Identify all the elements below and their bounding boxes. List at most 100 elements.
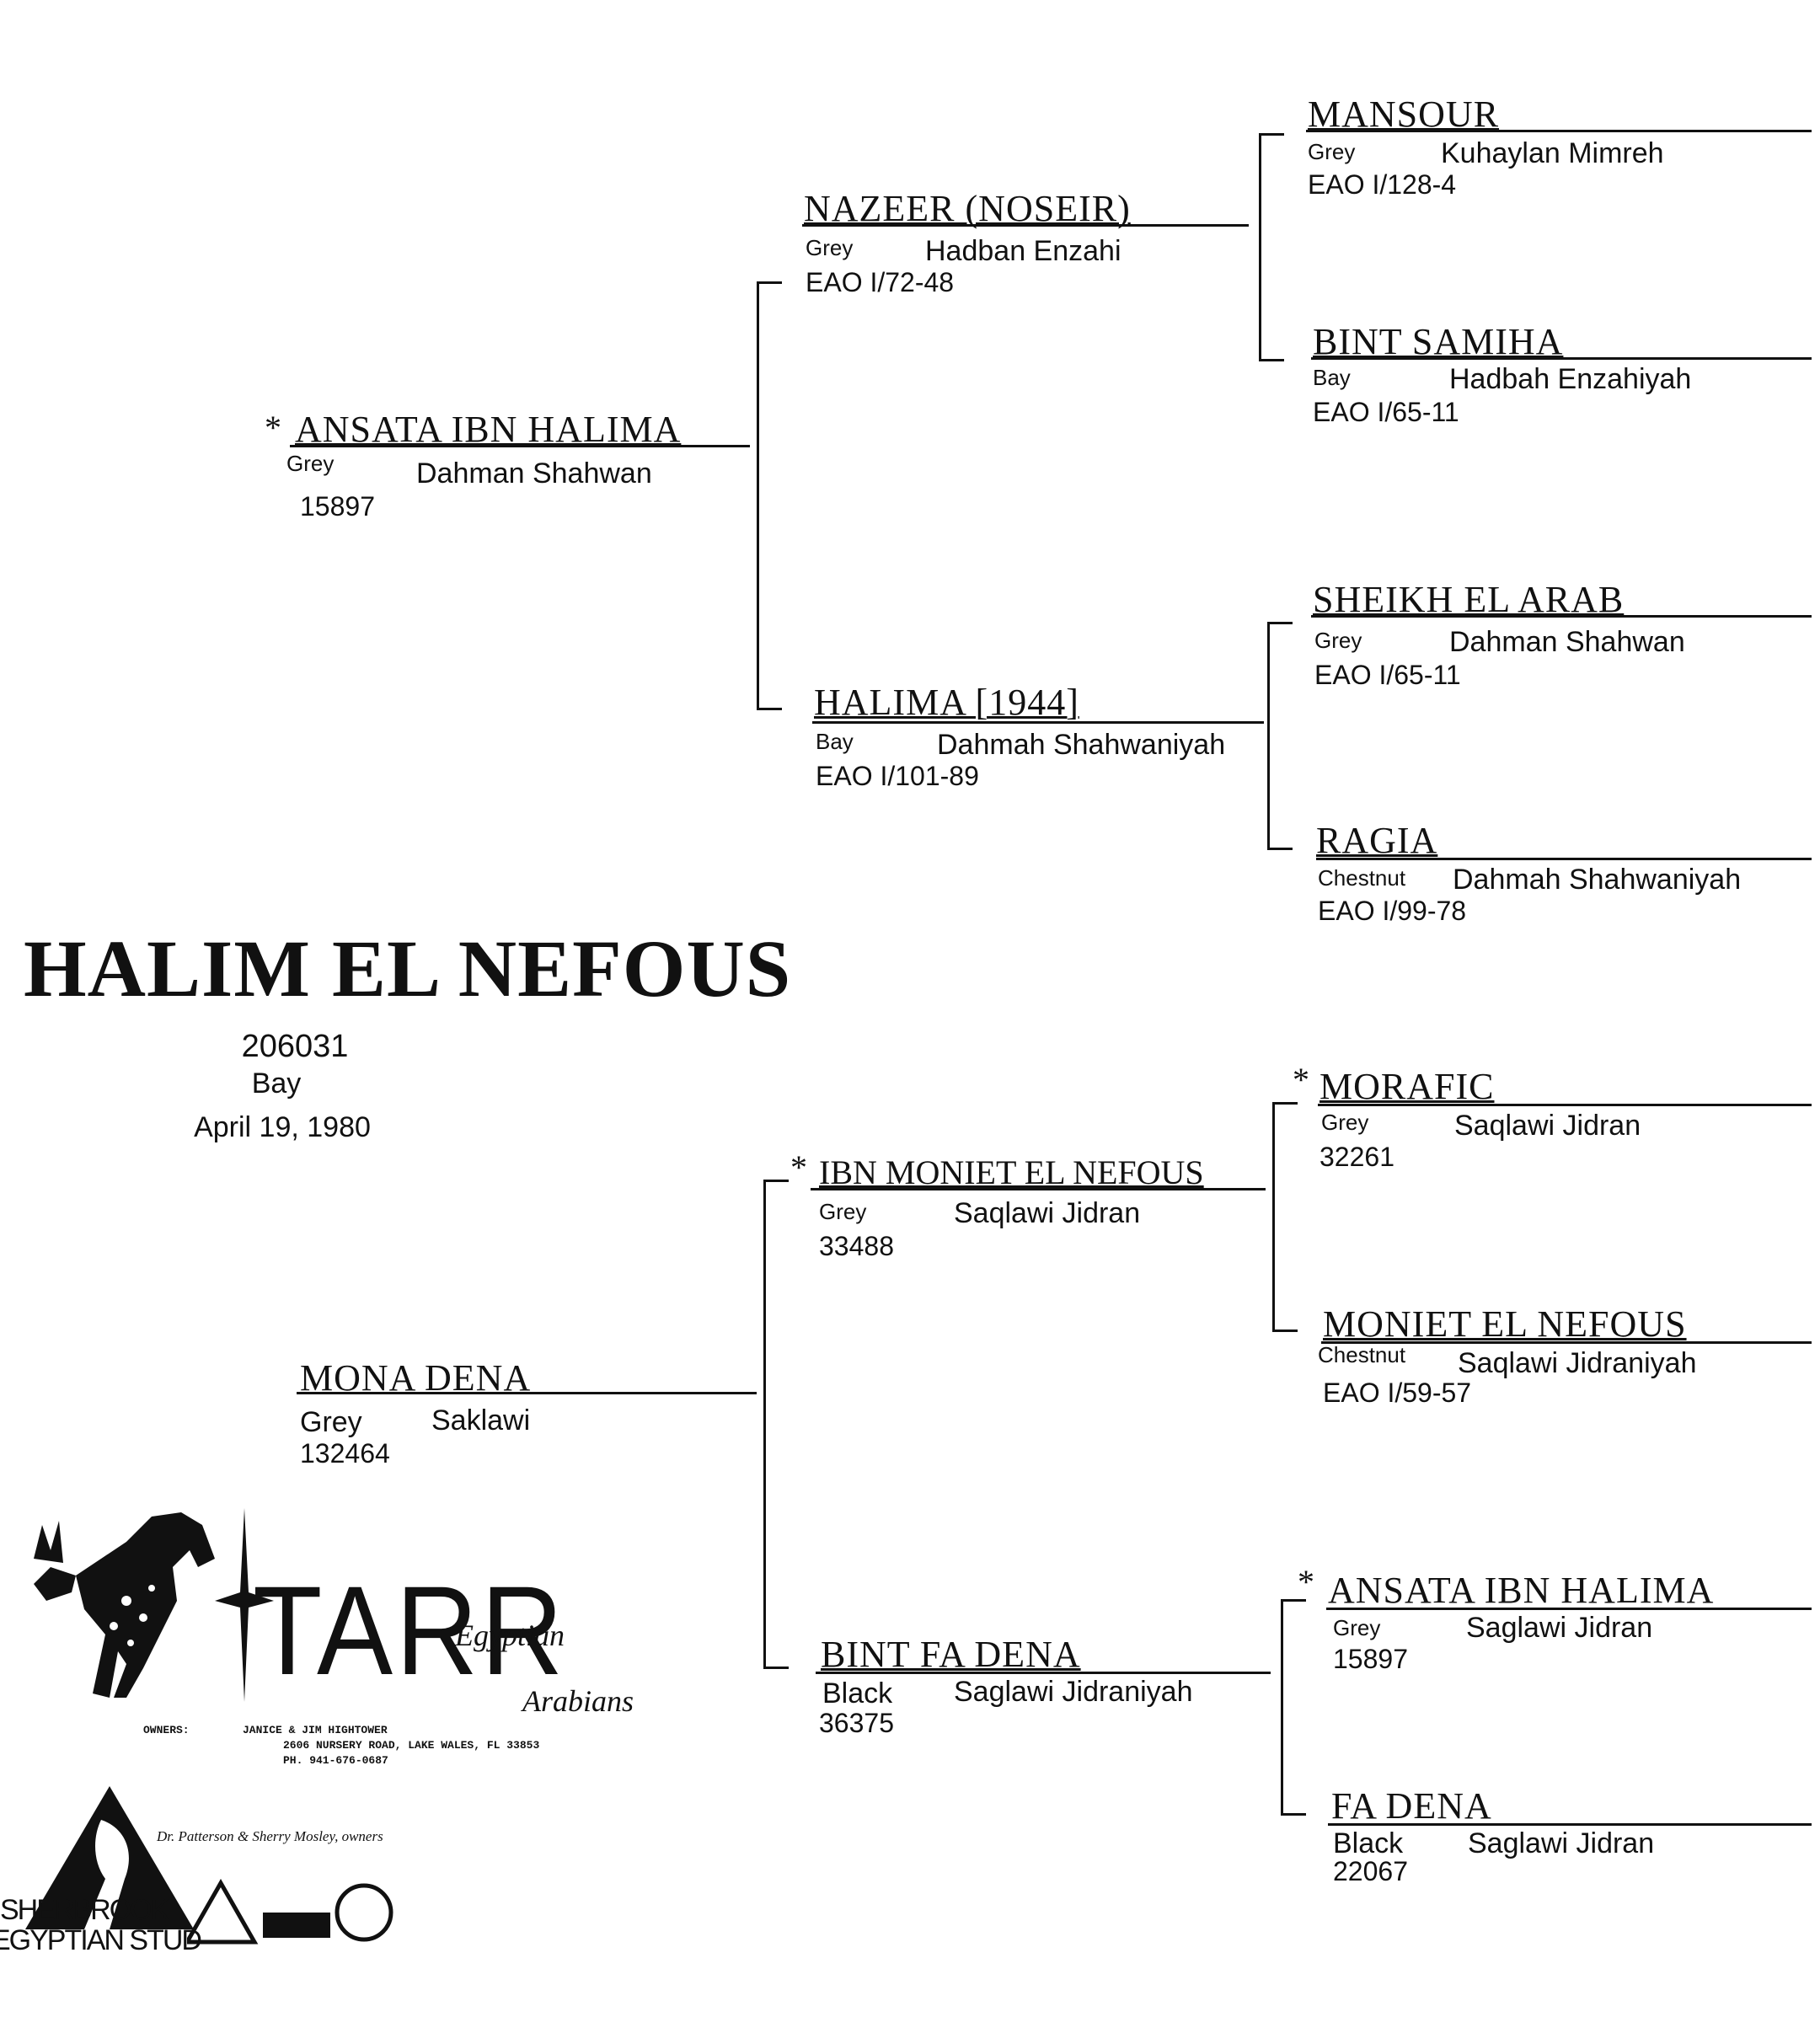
sd-sire-strain: Dahman Shahwan (1449, 626, 1685, 658)
sd-dam-name: RAGIA (1316, 820, 1438, 861)
tarr-owners-label: OWNERS: (143, 1724, 190, 1736)
dam-dam-reg: 36375 (819, 1708, 894, 1738)
ss-sire-name: MANSOUR (1308, 94, 1500, 135)
import-mark: * (1298, 1563, 1314, 1601)
tarr-script-1: Egyptian (455, 1618, 565, 1652)
ss-dam-reg: EAO I/65-11 (1313, 397, 1459, 427)
sd-sire-name: SHEIKH EL ARAB (1313, 579, 1625, 620)
dam-sire-color: Grey (819, 1199, 867, 1224)
ss-sire-reg: EAO I/128-4 (1308, 169, 1457, 200)
tarr-phone: PH. 941-676-0687 (283, 1754, 388, 1767)
rule-dam (297, 1392, 757, 1394)
dd-sire-reg: 15897 (1333, 1644, 1408, 1674)
rearing-horse-icon (34, 1512, 215, 1698)
bracket-nazeer-bottom (1259, 359, 1284, 361)
rule-dd-sire (1326, 1608, 1812, 1610)
tarr-address: 2606 NURSERY ROAD, LAKE WALES, FL 33853 (283, 1739, 540, 1752)
sd-dam-strain: Dahmah Shahwaniyah (1453, 864, 1742, 896)
ds-sire-color: Grey (1321, 1110, 1369, 1135)
tarr-logo: TARR Egyptian Arabians OWNERS: JANICE & … (25, 1508, 699, 1778)
dam-color: Grey (300, 1406, 362, 1438)
dd-sire-strain: Saglawi Jidran (1466, 1612, 1653, 1644)
dd-dam-strain: Saglawi Jidran (1468, 1827, 1655, 1859)
dam-strain: Saklawi (431, 1404, 531, 1437)
bracket-ibn-moniet (1272, 1102, 1275, 1331)
sd-sire-reg: EAO I/65-11 (1314, 660, 1461, 690)
bracket-sire-bottom (757, 708, 782, 710)
rule-ss-sire (1306, 130, 1812, 132)
ss-dam-name: BINT SAMIHA (1313, 321, 1564, 362)
sd-sire-color: Grey (1314, 628, 1362, 653)
sire-dam-name: HALIMA [1944] (814, 682, 1079, 723)
dam-sire-name: IBN MONIET EL NEFOUS (819, 1153, 1204, 1191)
dam-dam-strain: Saglawi Jidraniyah (954, 1676, 1193, 1708)
dam-reg: 132464 (300, 1438, 390, 1469)
bracket-nazeer-top (1259, 133, 1284, 136)
bracket-sire-top (757, 281, 782, 284)
sherbrook-logo: Dr. Patterson & Sherry Mosley, owners SH… (0, 1786, 455, 1972)
bracket-ibn-moniet-top (1272, 1102, 1298, 1105)
ds-dam-name: MONIET EL NEFOUS (1323, 1303, 1687, 1345)
ss-sire-strain: Kuhaylan Mimreh (1441, 137, 1664, 169)
sire-sire-reg: EAO I/72-48 (806, 267, 955, 297)
sire-dam-strain: Dahmah Shahwaniyah (937, 729, 1226, 761)
sire-sire-strain: Hadban Enzahi (925, 235, 1121, 267)
bracket-halima-top (1267, 622, 1293, 624)
sire-dam-reg: EAO I/101-89 (816, 761, 979, 791)
bracket-bint-fa-dena-top (1281, 1599, 1306, 1602)
rule-sire (290, 445, 750, 447)
dd-sire-name: ANSATA IBN HALIMA (1328, 1570, 1715, 1611)
tarr-letters: TARR (253, 1560, 566, 1701)
sherbrook-owners: Dr. Patterson & Sherry Mosley, owners (157, 1828, 383, 1844)
dam-sire-reg: 33488 (819, 1231, 894, 1261)
dd-sire-color: Grey (1333, 1615, 1381, 1640)
bracket-nazeer (1259, 133, 1261, 361)
dam-sire-strain: Saqlawi Jidran (954, 1197, 1141, 1229)
dd-dam-color: Black (1333, 1827, 1404, 1859)
import-mark: * (265, 409, 281, 447)
subject-registration: 206031 (241, 1029, 349, 1064)
bracket-halima (1267, 622, 1270, 849)
sire-strain: Dahman Shahwan (416, 457, 652, 490)
ds-dam-reg: EAO I/59-57 (1323, 1378, 1472, 1408)
sire-dam-color: Bay (816, 729, 854, 754)
ds-dam-color: Chestnut (1318, 1342, 1406, 1367)
ss-sire-color: Grey (1308, 139, 1356, 164)
emblem-icon (187, 1879, 393, 1945)
sire-sire-name: NAZEER (NOSEIR) (804, 188, 1131, 229)
subject-color: Bay (251, 1067, 302, 1099)
dd-dam-reg: 22067 (1333, 1856, 1408, 1886)
ss-dam-color: Bay (1313, 365, 1351, 390)
dam-dam-name: BINT FA DENA (821, 1634, 1081, 1675)
bracket-dam-bottom (763, 1667, 789, 1669)
rule-sd-dam (1316, 858, 1812, 860)
bracket-halima-bottom (1267, 848, 1293, 850)
import-mark: * (1293, 1061, 1309, 1099)
sd-dam-color: Chestnut (1318, 865, 1406, 891)
ds-sire-reg: 32261 (1320, 1142, 1394, 1172)
sherbrook-line-1: SHERBROOK (0, 1894, 169, 1926)
subject-foaled: April 19, 1980 (194, 1111, 371, 1143)
ds-sire-name: MORAFIC (1320, 1066, 1495, 1107)
rule-ss-dam (1311, 357, 1812, 360)
rule-dam-dam (816, 1672, 1271, 1674)
rule-ds-sire (1318, 1104, 1812, 1106)
sherbrook-line-2: EGYPTIAN STUD (0, 1924, 202, 1956)
rule-sd-sire (1311, 615, 1812, 618)
dd-dam-name: FA DENA (1331, 1785, 1492, 1827)
ss-dam-strain: Hadbah Enzahiyah (1449, 363, 1692, 395)
bracket-sire (757, 281, 759, 709)
sire-color: Grey (286, 451, 335, 476)
dam-dam-color: Black (822, 1677, 893, 1709)
tarr-script-2: Arabians (522, 1684, 634, 1718)
bracket-ibn-moniet-bottom (1272, 1330, 1298, 1332)
star-icon (215, 1508, 274, 1702)
sd-dam-reg: EAO I/99-78 (1318, 896, 1467, 926)
sire-sire-color: Grey (806, 235, 854, 260)
ds-sire-strain: Saqlawi Jidran (1454, 1110, 1641, 1142)
rule-dd-dam (1328, 1823, 1812, 1826)
pyramid-horse-icon (25, 1786, 194, 1929)
bracket-bint-fa-dena-bottom (1281, 1813, 1306, 1816)
sire-reg: 15897 (300, 491, 375, 522)
tarr-owners: JANICE & JIM HIGHTOWER (243, 1724, 388, 1736)
